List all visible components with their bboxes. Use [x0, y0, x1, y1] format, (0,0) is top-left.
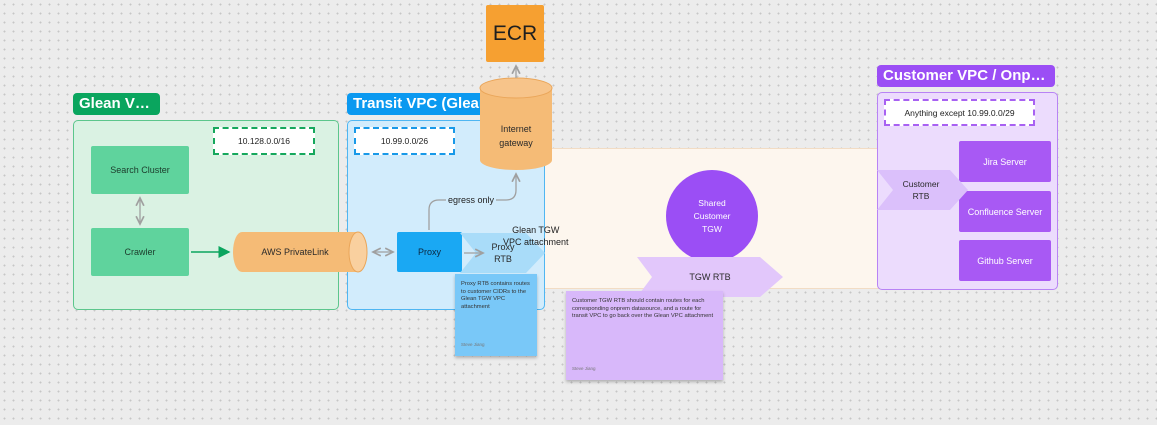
proxy-rtb-sticky-note[interactable]: Proxy RTB contains routes to customer CI…: [455, 274, 537, 356]
customer-vpc-cidr: Anything except 10.99.0.0/29: [884, 99, 1035, 126]
tgw-note-author: Steve Jiang: [572, 365, 596, 371]
proxy-node[interactable]: Proxy: [397, 232, 462, 272]
confluence-server-node[interactable]: Confluence Server: [959, 191, 1051, 232]
internet-gateway-cylinder[interactable]: [479, 77, 553, 170]
customer-vpc-title: Customer VPC / Onprem: [877, 65, 1055, 87]
egress-only-label: egress only: [446, 195, 497, 205]
privatelink-cylinder[interactable]: [233, 231, 368, 273]
customer-rtb-label: Customer RTB: [902, 179, 940, 201]
glean-vpc-cidr: 10.128.0.0/16: [213, 127, 315, 155]
internet-gateway-label: Internet gateway: [499, 124, 533, 148]
privatelink-label: AWS PrivateLink: [261, 247, 329, 257]
crawler-node[interactable]: Crawler: [91, 228, 189, 276]
proxy-note-text: Proxy RTB contains routes to customer CI…: [461, 281, 530, 310]
proxy-rtb-shape[interactable]: [460, 233, 545, 273]
transit-vpc-cidr: 10.99.0.0/26: [354, 127, 455, 155]
ecr-node[interactable]: ECR: [486, 5, 544, 62]
tgw-rtb-label: TGW RTB: [689, 272, 731, 282]
tgw-rtb-shape[interactable]: [637, 257, 783, 297]
proxy-rtb-label: Proxy RTB: [491, 242, 515, 264]
shared-tgw-label: Shared Customer TGW: [693, 197, 731, 234]
shared-tgw-circle[interactable]: [666, 170, 758, 262]
glean-tgw-attachment-label: Glean TGW VPC attachment: [503, 225, 569, 247]
proxy-note-author: Steve Jiang: [461, 341, 485, 347]
github-server-node[interactable]: Github Server: [959, 240, 1051, 281]
jira-server-node[interactable]: Jira Server: [959, 141, 1051, 182]
tgw-rtb-sticky-note[interactable]: Customer TGW RTB should contain routes f…: [566, 291, 723, 380]
customer-rtb-shape[interactable]: [877, 170, 968, 210]
tgw-note-text: Customer TGW RTB should contain routes f…: [572, 298, 714, 319]
glean-vpc-title: Glean VPC: [73, 93, 160, 115]
search-cluster-node[interactable]: Search Cluster: [91, 146, 189, 194]
